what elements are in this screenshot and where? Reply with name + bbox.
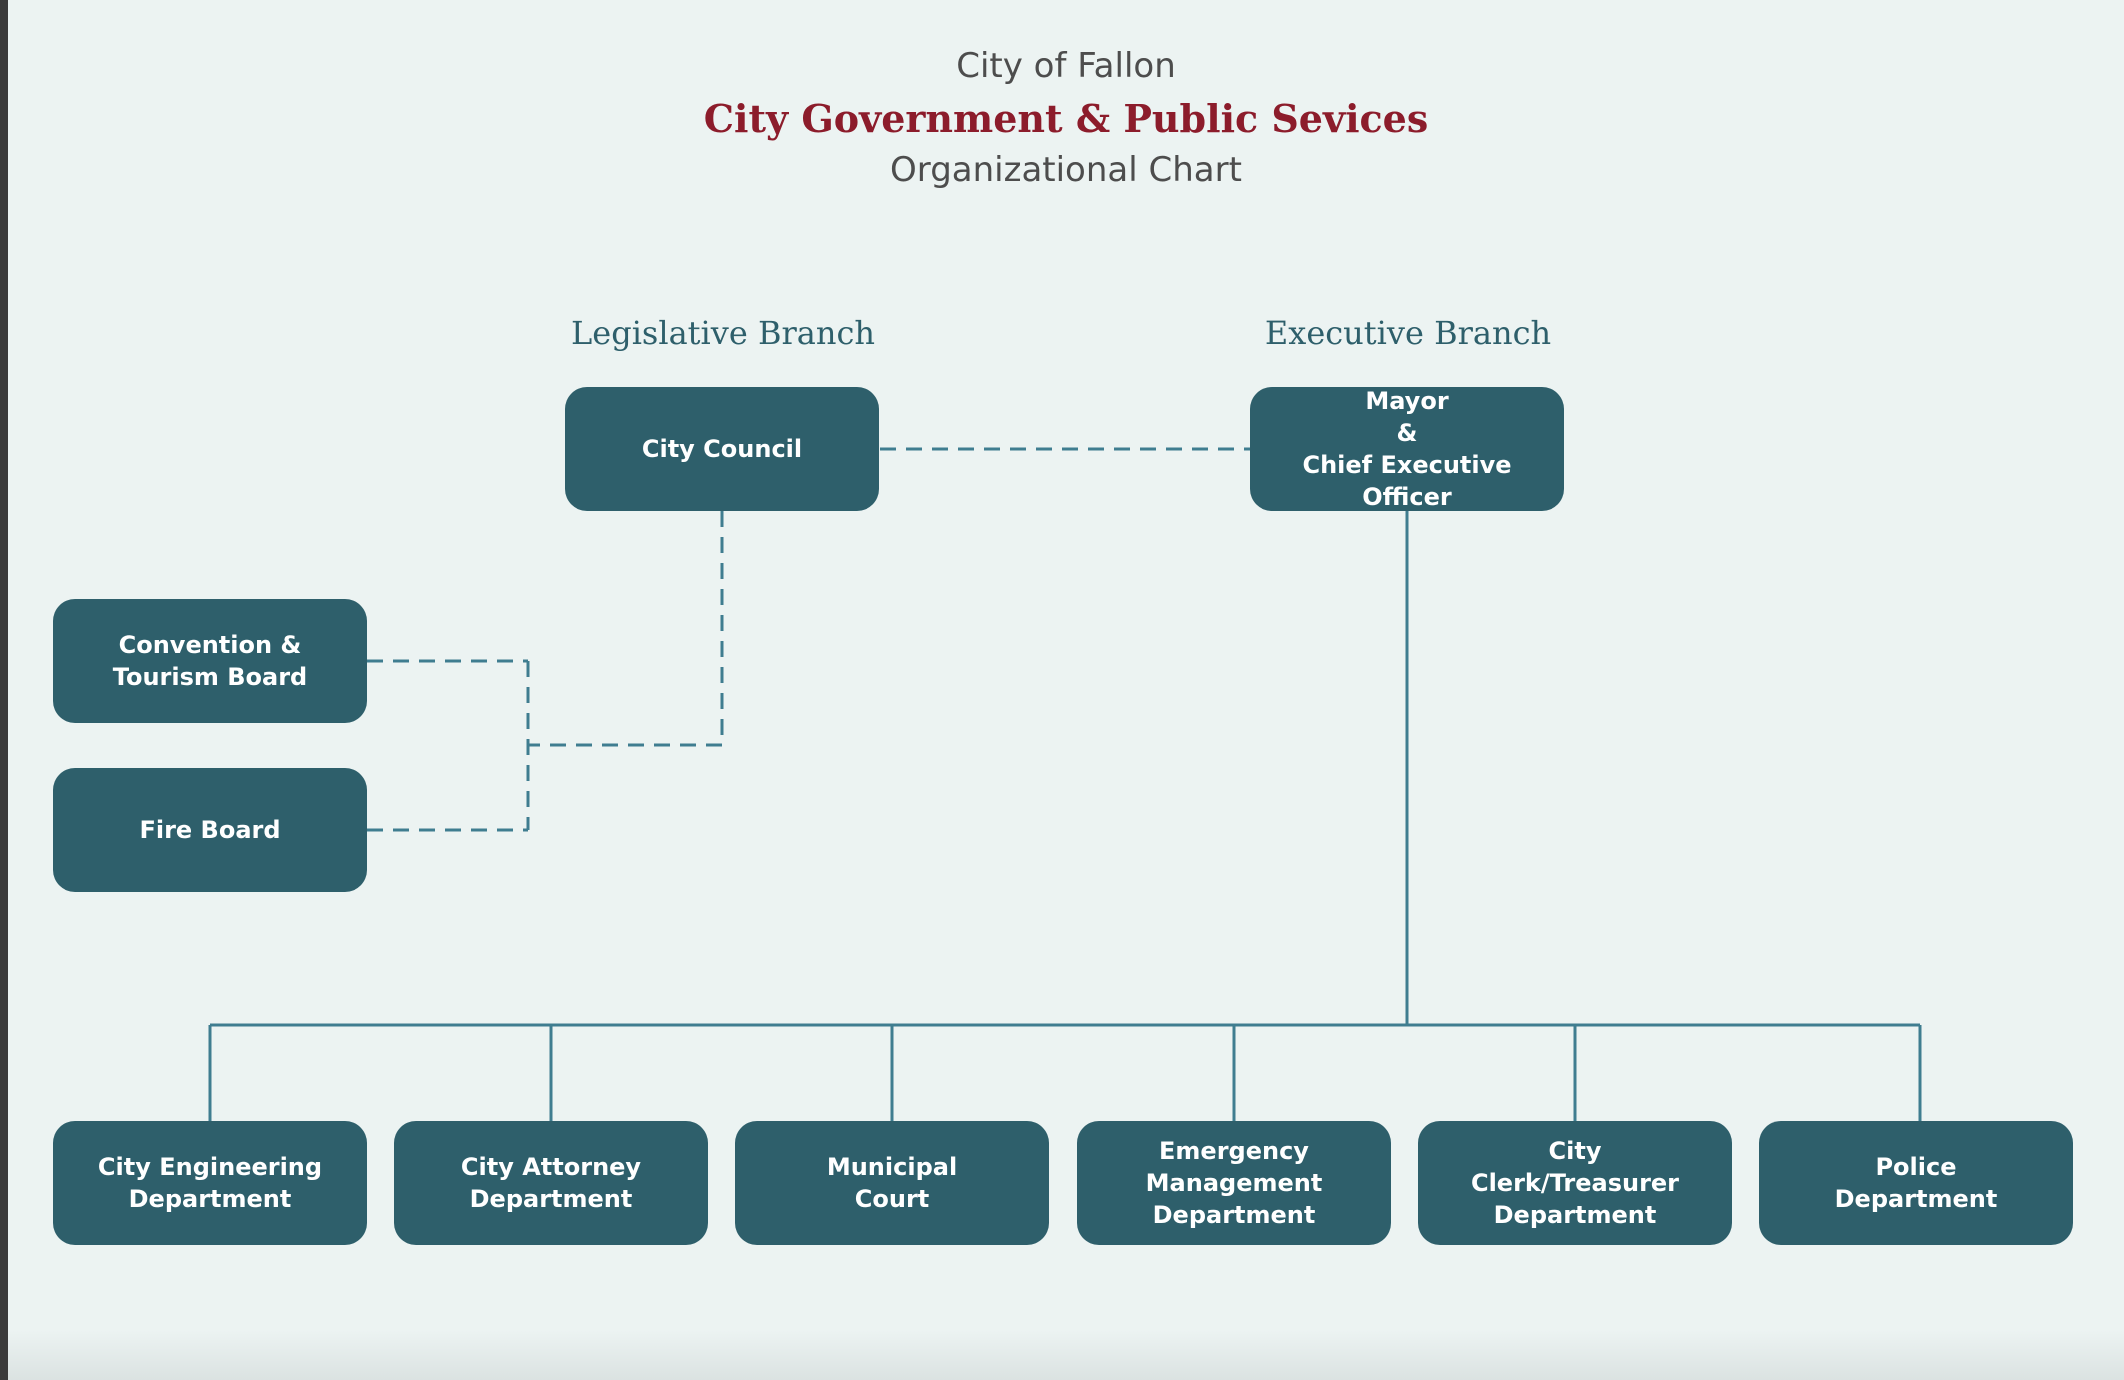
city-council-node[interactable]: City Council: [565, 387, 879, 511]
mayor-node[interactable]: Mayor & Chief Executive Officer: [1250, 387, 1564, 511]
org-chart-canvas: City of Fallon City Government & Public …: [8, 0, 2124, 1380]
police-department-node[interactable]: Police Department: [1759, 1121, 2073, 1245]
node-line: Tourism Board: [112, 663, 308, 691]
node-line: Convention &: [118, 631, 302, 659]
node-line: Fire Board: [139, 816, 281, 844]
fire-board-node[interactable]: Fire Board: [53, 768, 367, 892]
node-line: Court: [854, 1185, 930, 1213]
node-line: City Council: [641, 435, 803, 463]
node-line: Emergency: [1159, 1137, 1309, 1165]
city-engineering-department-node[interactable]: City Engineering Department: [53, 1121, 367, 1245]
municipal-court-node[interactable]: Municipal Court: [735, 1121, 1049, 1245]
node-line: City: [1548, 1137, 1602, 1165]
legislative-branch-label: Legislative Branch: [571, 314, 875, 352]
node-line: Management: [1145, 1169, 1323, 1197]
city-clerk-treasurer-department-node[interactable]: City Clerk/Treasurer Department: [1418, 1121, 1732, 1245]
node-line: Department: [1152, 1201, 1316, 1229]
executive-branch-label: Executive Branch: [1264, 314, 1552, 352]
convention-tourism-board-node[interactable]: Convention & Tourism Board: [53, 599, 367, 723]
node-line: Department: [128, 1185, 292, 1213]
city-name: City of Fallon: [956, 46, 1176, 86]
node-line: Mayor: [1365, 387, 1449, 415]
node-line: Department: [1834, 1185, 1998, 1213]
city-attorney-department-node[interactable]: City Attorney Department: [394, 1121, 708, 1245]
node-line: Municipal: [826, 1153, 958, 1181]
node-line: Department: [1493, 1201, 1657, 1229]
node-line: Police: [1875, 1153, 1957, 1181]
connector-lines: [208, 447, 1922, 1121]
node-line: Department: [469, 1185, 633, 1213]
node-line: Chief Executive Officer: [1302, 451, 1512, 511]
node-line: Clerk/Treasurer: [1470, 1169, 1680, 1197]
node-line: City Attorney: [460, 1153, 642, 1181]
chart-title: City Government & Public Sevices: [703, 96, 1429, 141]
node-line: &: [1396, 419, 1418, 447]
emergency-management-department-node[interactable]: Emergency Management Department: [1077, 1121, 1391, 1245]
node-line: City Engineering: [97, 1153, 323, 1181]
chart-subtitle: Organizational Chart: [890, 150, 1242, 190]
